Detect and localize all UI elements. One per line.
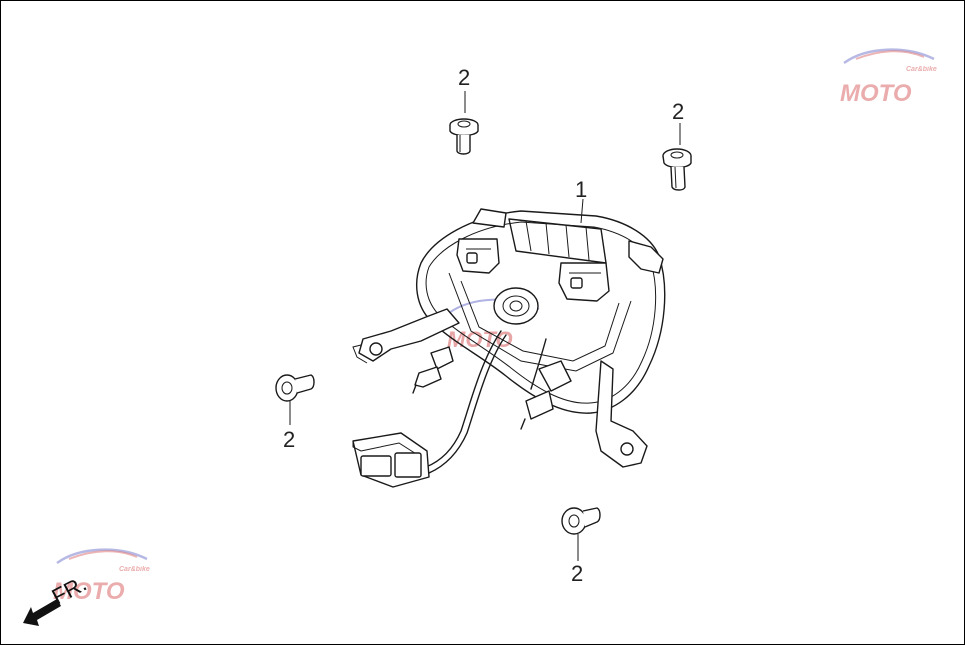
callout-label-screw-left: 2: [283, 427, 295, 452]
watermark-brand-text-2: MOTO: [53, 578, 125, 605]
watermark-brand-text: MOTO: [840, 80, 912, 107]
watermark-sub-text: Car&bike: [906, 66, 937, 73]
front-arrow-icon: [23, 599, 61, 626]
screw-top-left: [449, 91, 479, 155]
callout-label-screw-top-right: 2: [672, 99, 684, 124]
screw-left: [275, 374, 315, 425]
watermark-logo-top: MOTO Car&bike: [840, 48, 937, 107]
headlight-assembly: [352, 208, 666, 488]
callout-label-screw-bottom: 2: [571, 561, 583, 586]
leader-line-1: [580, 198, 584, 224]
callout-label-headlight: 1: [575, 177, 587, 202]
watermark-logo-bottom: MOTO Car&bike: [53, 548, 150, 605]
callout-label-screw-top-left: 2: [458, 65, 470, 90]
watermark-sub-text-2: Car&bike: [119, 566, 150, 573]
screw-bottom: [561, 507, 601, 561]
screw-top-right: [662, 123, 692, 191]
